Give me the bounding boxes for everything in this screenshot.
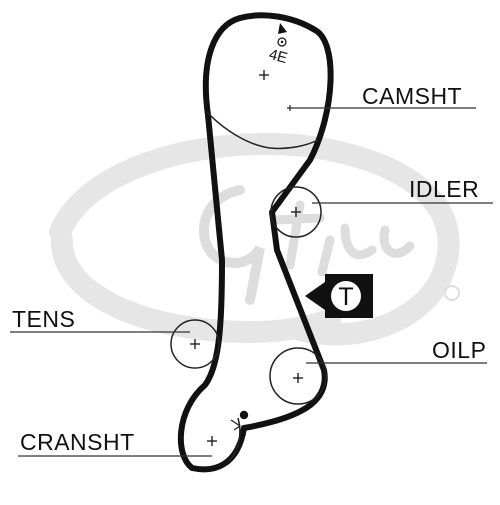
label-oil-pump: OILP [432, 337, 486, 363]
cam-timing-mark-text: 4E [267, 46, 289, 67]
brand-logo-watermark [49, 132, 460, 346]
leader-lines [10, 107, 493, 457]
camshaft-pulley [206, 70, 319, 150]
camshaft-timing-mark: 4E [267, 23, 289, 67]
crank-timing-dot [239, 410, 249, 420]
label-idler: IDLER [409, 176, 479, 202]
label-tensioner: TENS [12, 306, 75, 332]
timing-belt [177, 12, 334, 473]
crankshaft-pulley [207, 410, 249, 463]
tensioner-symbol: T [305, 274, 373, 318]
label-camshaft: CAMSHT [362, 83, 462, 109]
oil-pump-pulley [269, 347, 327, 405]
idler-pulley [270, 186, 322, 238]
label-crankshaft: CRANSHT [20, 429, 135, 455]
tensioner-pulley [170, 319, 220, 369]
tensioner-symbol-letter: T [338, 283, 353, 311]
